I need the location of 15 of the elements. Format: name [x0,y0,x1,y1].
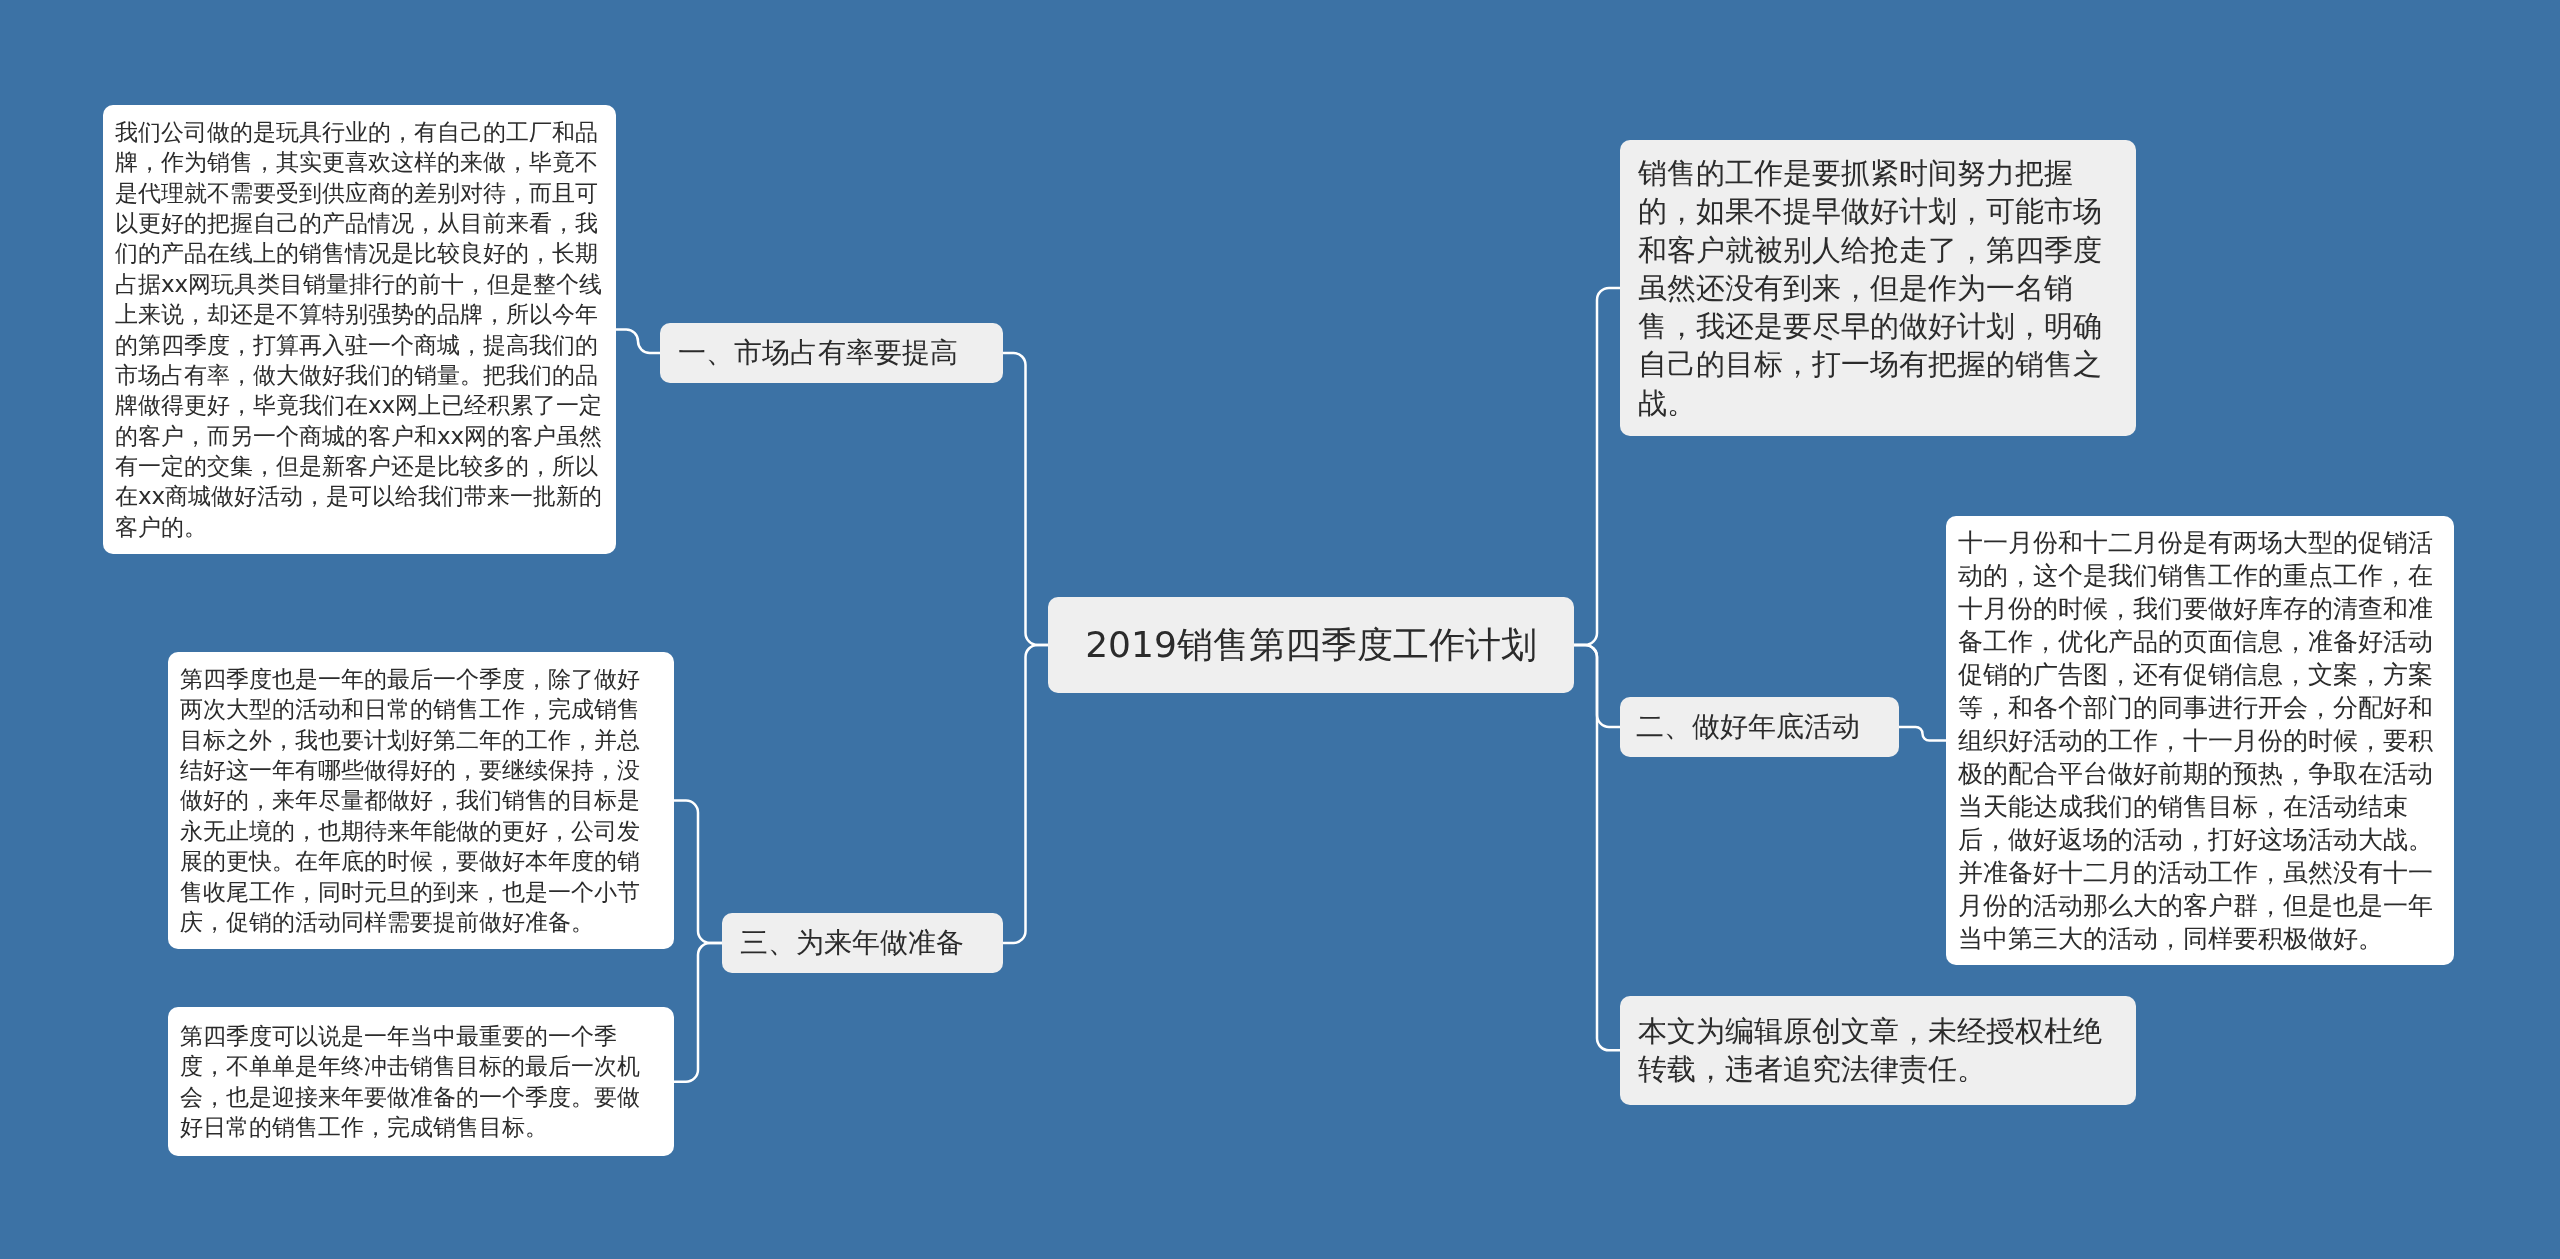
branch-topic: 三、为来年做准备 [722,912,1003,974]
detail-card: 十一月份和十二月份是有两场大型的促销活动的，这个是我们销售工作的重点工作，在十月份的时候，我们要做好库存的清查和准备工作，优化产品的页面信息，准备好活动促销的广告图，还有促销信息，文案，方案等，和各个部门的同事进行开会，分配好和组织好活动的工作，十一月份的时候，要积极的配合平台做好前期的预热，争取在活动当天能达成我们的销售目标，在活动结束后，做好返场的活动，打好这场活动大战。并准备好十二月的活动工作，虽然没有十一月份的活动那么大的客户群，但是也是一年当中第三大的活动，同样要积极做好。 [1946,516,2454,965]
detail-card: 我们公司做的是玩具行业的，有自己的工厂和品牌，作为销售，其实更喜欢这样的来做，毕竟不是代理就不需要受到供应商的差别对待，而且可以更好的把握自己的产品情况，从目前来看，我们的产品在线上的销售情况是比较良好的，长期占据xx网玩具类目销量排行的前十，但是整个线上来说，却还是不算特别强势的品牌，所以今年的第四季度，打算再入驻一个商城，提高我们的市场占有率，做大做好我们的销量。把我们的品牌做得更好，毕竟我们在xx网上已经积累了一定的客户，而另一个商城的客户和xx网的客户虽然有一定的交集，但是新客户还是比较多的，所以在xx商城做好活动，是可以给我们带来一批新的客户的。 [103,105,616,555]
branch-topic: 一、市场占有率要提高 [660,322,1003,384]
branch-topic: 二、做好年底活动 [1620,696,1899,758]
note-card: 本文为编辑原创文章，未经授权杜绝转载，违者追究法律责任。 [1620,996,2136,1105]
detail-card: 第四季度也是一年的最后一个季度，除了做好两次大型的活动和日常的销售工作，完成销售目标之外，我也要计划好第二年的工作，并总结好这一年有哪些做得好的，要继续保持，没做好的，来年尽量都做好，我们销售的目标是永无止境的，也期待来年能做的更好，公司发展的更快。在年底的时候，要做好本年度的销售收尾工作，同时元旦的到来，也是一个小节庆，促销的活动同样需要提前做好准备。 [168,652,674,950]
central-topic: 2019销售第四季度工作计划 [1048,597,1574,693]
connector-line [674,941,722,1083]
connector-line [1899,725,1946,742]
connector-line [616,328,660,355]
connector-line [1003,643,1048,945]
detail-card: 销售的工作是要抓紧时间努力把握的，如果不提早做好计划，可能市场和客户就被别人给抢走了，第四季度虽然还没有到来，但是作为一名销售，我还是要尽早的做好计划，明确自己的目标，打一场有把握的销售之战。 [1620,140,2136,436]
detail-card: 第四季度可以说是一年当中最重要的一个季度，不单单是年终冲击销售目标的最后一次机会，也是迎接来年要做准备的一个季度。要做好日常的销售工作，完成销售目标。 [168,1007,674,1157]
connector-line [1574,643,1620,1052]
